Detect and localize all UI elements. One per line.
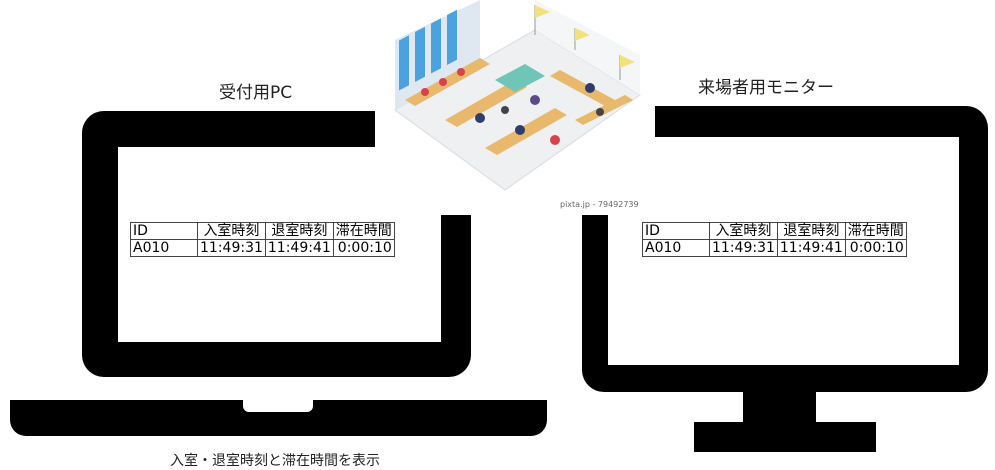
cell-stay-time: 0:00:10 <box>332 239 395 257</box>
visitor-monitor-label: 来場者用モニター <box>698 78 834 98</box>
table-header-row: ID 入室時刻 退室時刻 滞在時間 <box>130 222 395 240</box>
reception-pc-label: 受付用PC <box>219 83 293 103</box>
cell-exit-time: 11:49:41 <box>264 239 334 257</box>
monitor-visit-table: ID 入室時刻 退室時刻 滞在時間 A010 11:49:31 11:49:41… <box>642 222 907 257</box>
monitor-neck <box>743 392 816 422</box>
cell-exit-time: 11:49:41 <box>776 239 846 257</box>
header-id: ID <box>642 222 710 240</box>
header-stay-time: 滞在時間 <box>332 222 395 240</box>
bottom-note: 入室・退室時刻と滞在時間を表示 <box>170 453 380 469</box>
image-credit: pixta.jp - 79492739 <box>560 200 639 209</box>
laptop-notch <box>243 400 313 412</box>
table-row: A010 11:49:31 11:49:41 0:00:10 <box>642 239 907 257</box>
cell-id: A010 <box>130 239 198 257</box>
laptop-visit-table: ID 入室時刻 退室時刻 滞在時間 A010 11:49:31 11:49:41… <box>130 222 395 257</box>
header-entry-time: 入室時刻 <box>197 222 266 240</box>
header-exit-time: 退室時刻 <box>264 222 334 240</box>
table-header-row: ID 入室時刻 退室時刻 滞在時間 <box>642 222 907 240</box>
table-row: A010 11:49:31 11:49:41 0:00:10 <box>130 239 395 257</box>
monitor-foot <box>694 422 876 452</box>
header-stay-time: 滞在時間 <box>844 222 907 240</box>
cell-entry-time: 11:49:31 <box>197 239 266 257</box>
cell-entry-time: 11:49:31 <box>709 239 778 257</box>
cell-stay-time: 0:00:10 <box>844 239 907 257</box>
header-exit-time: 退室時刻 <box>776 222 846 240</box>
office-lounge-illustration <box>394 0 641 191</box>
header-id: ID <box>130 222 198 240</box>
cell-id: A010 <box>642 239 710 257</box>
header-entry-time: 入室時刻 <box>709 222 778 240</box>
